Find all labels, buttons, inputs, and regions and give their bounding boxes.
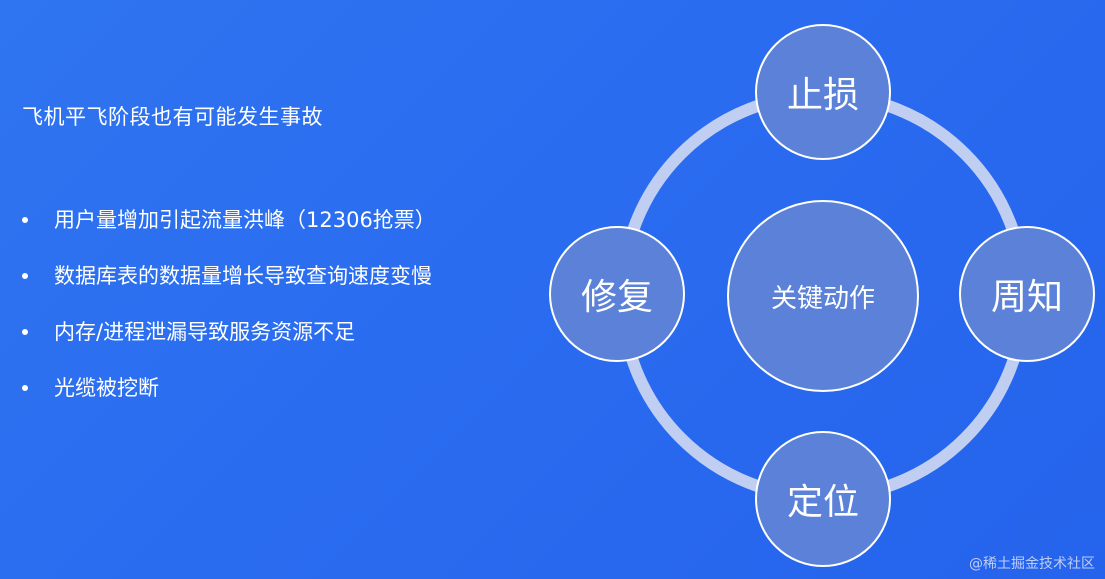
bullet-dot-icon xyxy=(22,217,28,223)
bullet-item: 内存/进程泄漏导致服务资源不足 xyxy=(20,312,436,368)
node-left: 修复 xyxy=(549,226,685,362)
bullet-item: 光缆被挖断 xyxy=(20,368,436,424)
node-top: 止损 xyxy=(755,24,891,160)
center-node: 关键动作 xyxy=(727,200,919,392)
slide-heading: 飞机平飞阶段也有可能发生事故 xyxy=(22,105,323,129)
bullet-dot-icon xyxy=(22,273,28,279)
bullet-item: 用户量增加引起流量洪峰（12306抢票） xyxy=(20,200,436,256)
bullet-list: 用户量增加引起流量洪峰（12306抢票） 数据库表的数据量增长导致查询速度变慢 … xyxy=(20,200,436,424)
bullet-text: 光缆被挖断 xyxy=(54,376,159,400)
bullet-dot-icon xyxy=(22,329,28,335)
bullet-text: 用户量增加引起流量洪峰（12306抢票） xyxy=(54,208,436,232)
node-bottom: 定位 xyxy=(755,431,891,567)
bullet-text: 内存/进程泄漏导致服务资源不足 xyxy=(54,320,356,344)
node-right: 周知 xyxy=(959,226,1095,362)
bullet-text: 数据库表的数据量增长导致查询速度变慢 xyxy=(54,264,432,288)
bullet-item: 数据库表的数据量增长导致查询速度变慢 xyxy=(20,256,436,312)
footer-credit: @稀土掘金技术社区 xyxy=(969,556,1095,572)
bullet-dot-icon xyxy=(22,385,28,391)
